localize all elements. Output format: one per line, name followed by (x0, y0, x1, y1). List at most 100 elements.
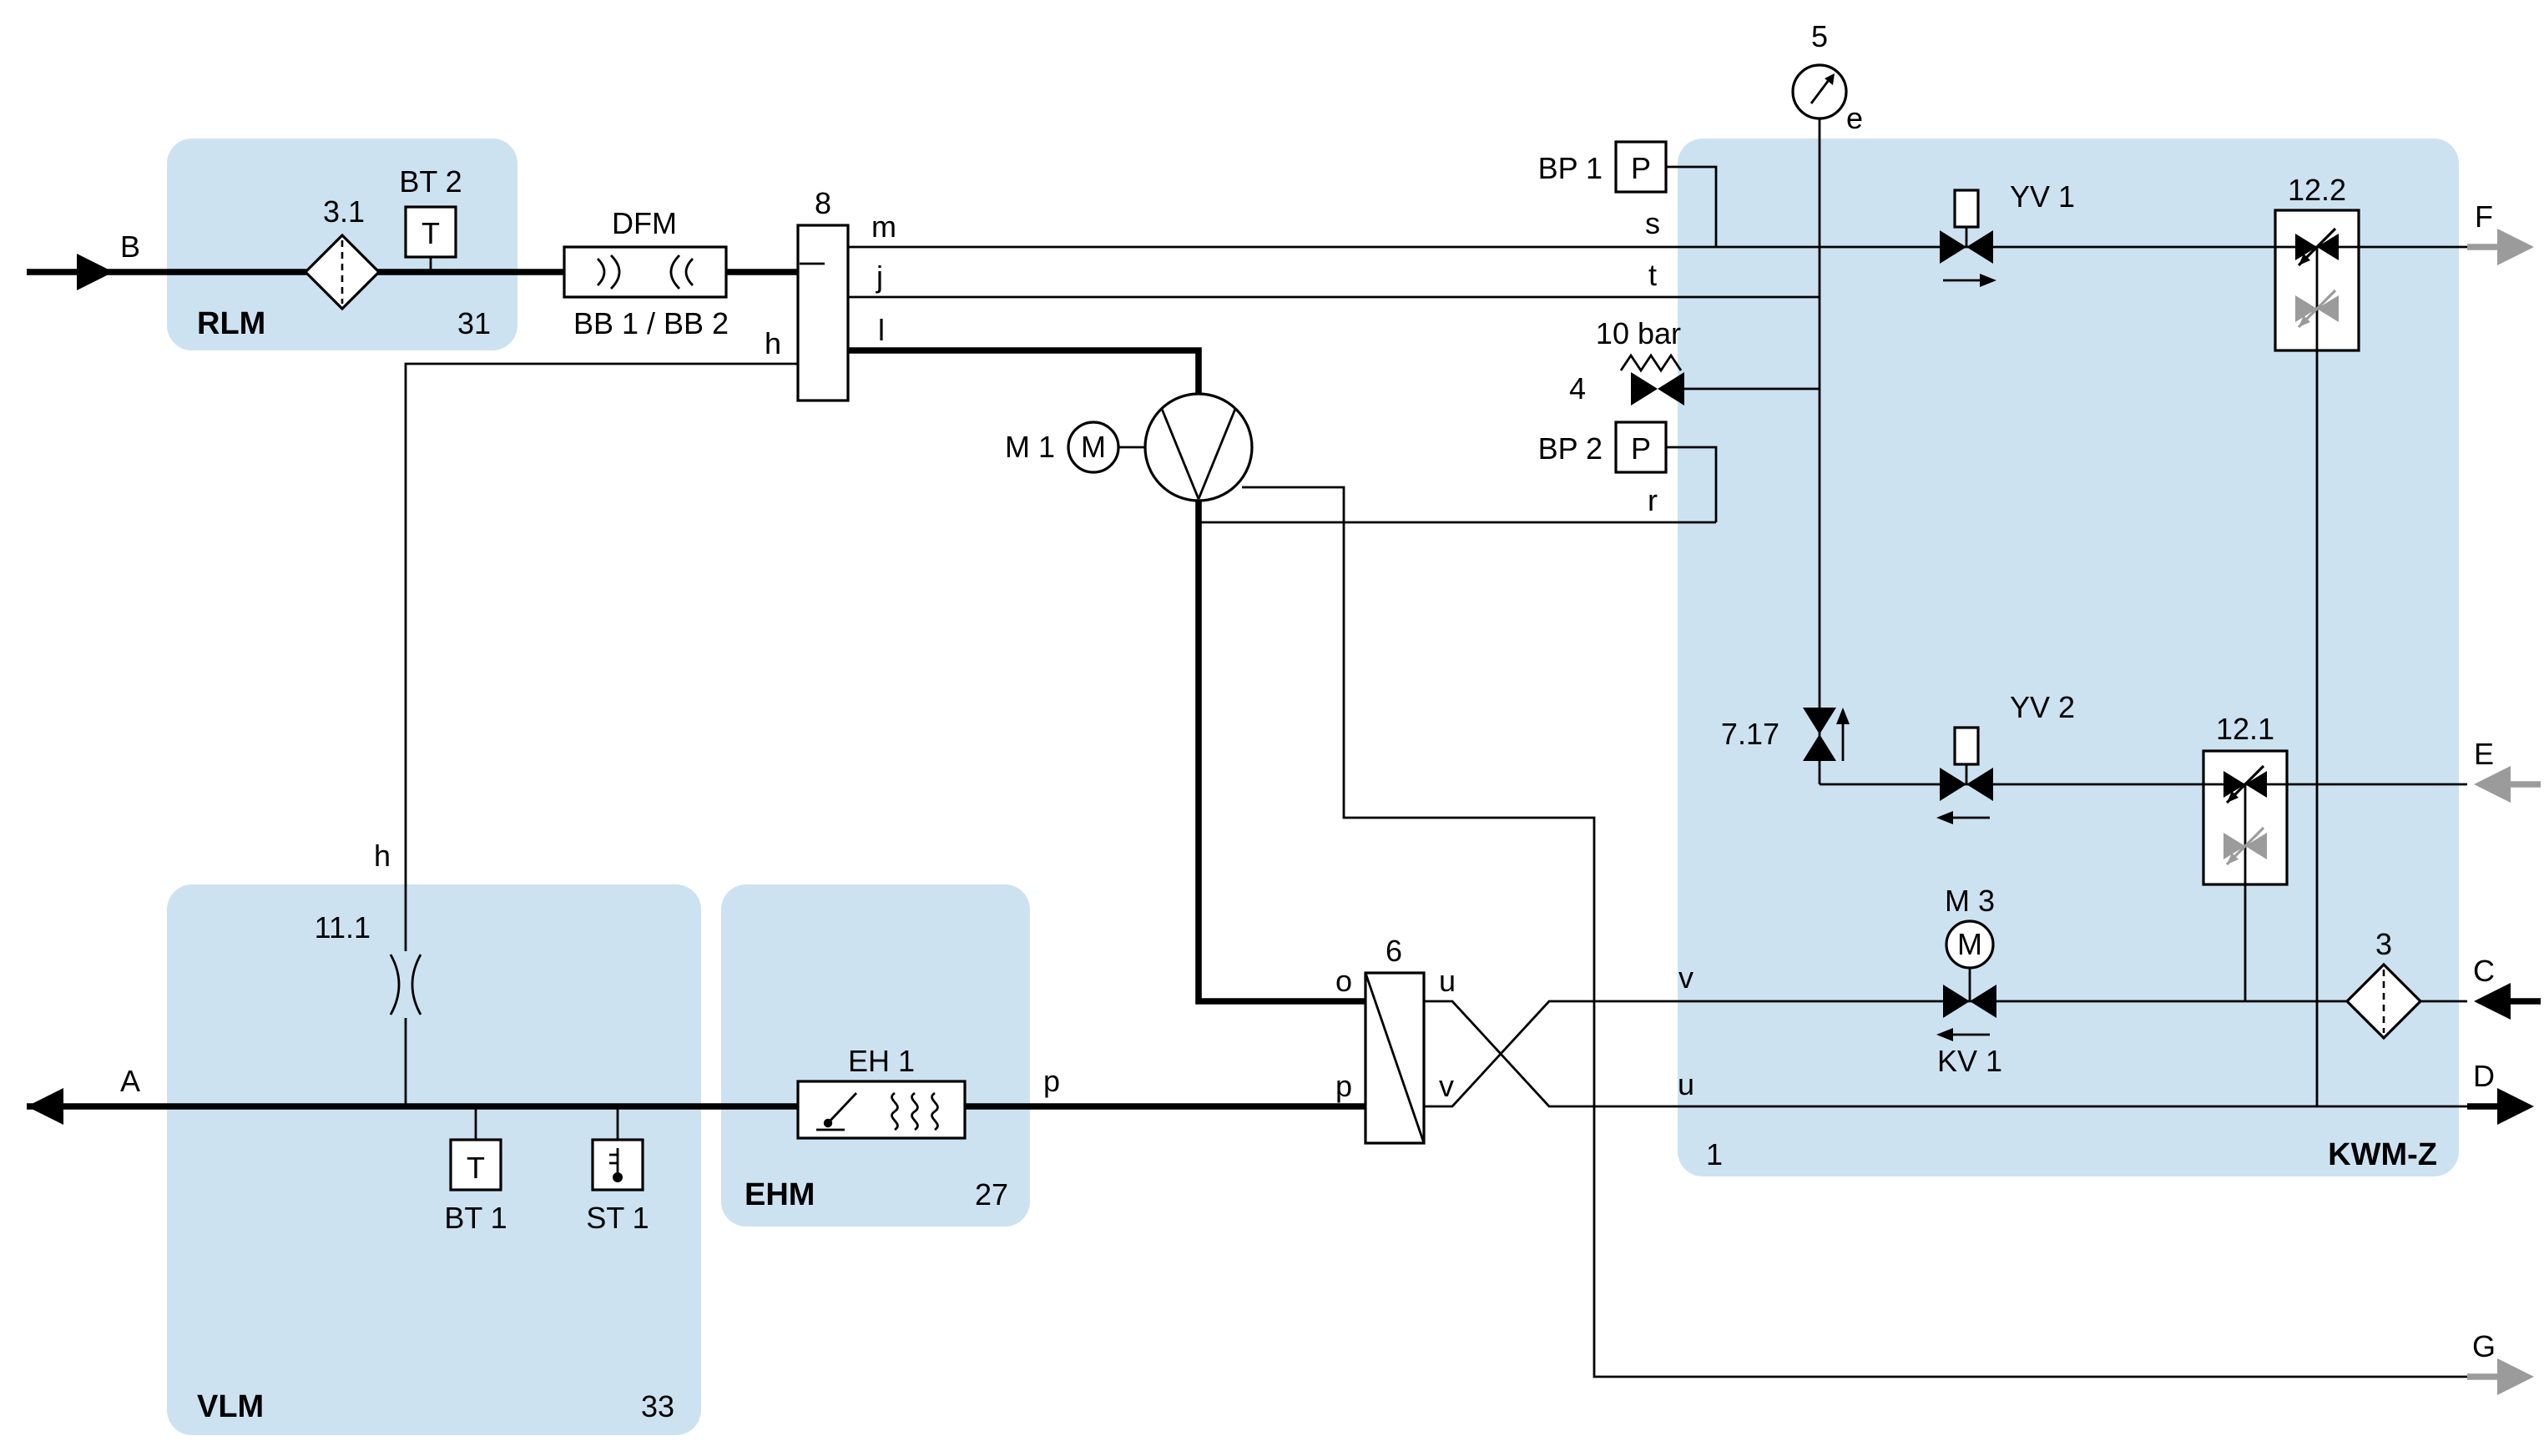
label-st1: ST 1 (586, 1201, 649, 1235)
spring-icon (1619, 353, 1683, 373)
label-port-t: t (1648, 258, 1657, 292)
filter-3 (2345, 962, 2423, 1040)
pipes-thin (404, 118, 2467, 1378)
label-port-d: D (2473, 1059, 2495, 1093)
flow-arrows (27, 229, 2541, 1395)
label-bp2: BP 2 (1538, 431, 1603, 466)
label-m3: M 3 (1945, 884, 1995, 918)
label-zone-rlm-number: 31 (457, 306, 491, 340)
line-g (1242, 486, 2467, 1378)
solenoid-valve-yv1 (1940, 189, 1996, 287)
label-filter-3-1: 3.1 (323, 194, 365, 229)
label-bp1: BP 1 (1538, 151, 1603, 185)
label-port-e: e (1846, 101, 1863, 135)
label-bt1: BT 1 (444, 1201, 507, 1235)
ultrasonic-waves-icon (596, 254, 694, 290)
letter-p-bp2: P (1631, 431, 1651, 466)
flow-arrow-f-icon (2497, 229, 2534, 265)
label-filter-3: 3 (2375, 927, 2392, 961)
label-port-r: r (1648, 483, 1658, 517)
letter-m-kv1: M (1957, 927, 1982, 961)
pump-m1 (1067, 392, 1254, 502)
label-zone-rlm: RLM (197, 306, 265, 341)
flow-arrow-c-icon (2474, 983, 2511, 1020)
label-relief-4: 4 (1569, 371, 1586, 406)
label-zone-ehm: EHM (745, 1177, 815, 1212)
labels: 5 e BP 1 P s t 10 bar 4 BP 2 P r YV 1 12… (120, 19, 2496, 1424)
zone-kwmz (1678, 139, 2459, 1176)
label-port-c: C (2473, 954, 2495, 988)
exchanger-6 (1364, 971, 1426, 1145)
label-12-2: 12.2 (2288, 173, 2346, 207)
label-zone-vlm-number: 33 (641, 1389, 674, 1423)
label-vessel-8: 8 (815, 186, 831, 220)
label-coupling-11-1: 11.1 (315, 910, 371, 945)
coupling-icon (389, 954, 422, 1015)
heating-coil-icon (891, 1091, 939, 1131)
flow-arrow-b-icon (77, 254, 114, 290)
sensor-bp1 (1614, 140, 1668, 194)
filter-3-1 (303, 233, 381, 311)
sampling-valves-12-1 (2202, 749, 2289, 1001)
label-port-v-line: v (1678, 960, 1693, 995)
solenoid-coil-icon (1953, 726, 1980, 766)
relief-valve-4 (1619, 353, 1684, 406)
label-7-17: 7.17 (1721, 717, 1779, 751)
label-12-1: 12.1 (2216, 712, 2274, 746)
zone-ehm (721, 884, 1030, 1227)
label-port-j: j (876, 259, 883, 294)
label-port-g: G (2472, 1329, 2496, 1363)
label-port-f: F (2475, 199, 2493, 234)
solenoid-valve-yv2 (1936, 726, 1993, 824)
flow-arrow-a-icon (27, 1088, 63, 1125)
solenoid-coil-icon (1953, 189, 1980, 229)
sensor-bt2 (404, 205, 457, 259)
label-bb1-bb2: BB 1 / BB 2 (573, 306, 729, 340)
bp1-connector (1666, 165, 1718, 247)
check-valve-7-17 (1803, 708, 1850, 761)
label-eh1: EH 1 (848, 1044, 915, 1078)
flow-arrow-e-icon (2474, 766, 2511, 803)
label-dfm: DFM (612, 206, 677, 240)
label-zone-ehm-number: 27 (975, 1177, 1008, 1212)
label-kv1: KV 1 (1937, 1044, 2002, 1078)
flowmeter-dfm (563, 245, 728, 299)
label-yv2: YV 2 (2010, 690, 2075, 724)
sampling-valves-12-2 (2274, 209, 2360, 1106)
label-port-m: m (871, 209, 896, 244)
label-port-v-exchanger: v (1439, 1069, 1454, 1103)
line-u-d (1424, 1000, 2467, 1108)
label-gauge-5: 5 (1811, 19, 1828, 53)
coupling-11-1 (389, 954, 422, 1015)
label-zone-kwmz: KWM-Z (2328, 1137, 2437, 1172)
line-pump-circuit (848, 347, 1365, 1005)
label-zone-kwmz-number: 1 (1706, 1137, 1723, 1171)
heater-eh1 (796, 1080, 967, 1140)
label-port-l: l (878, 313, 885, 347)
thermometer-icon (609, 1148, 619, 1173)
label-port-b: B (120, 229, 140, 264)
label-port-p-line: p (1043, 1064, 1060, 1098)
label-port-h-vessel: h (765, 326, 781, 360)
bp2-connector (1666, 446, 1718, 522)
label-port-h-line: h (374, 839, 391, 873)
motor-valve-kv1 (1936, 919, 1996, 1041)
flow-arrow-g-icon (2497, 1358, 2534, 1395)
label-port-e-main: E (2474, 737, 2494, 771)
sensor-st1 (591, 1138, 644, 1192)
zone-vlm (167, 884, 701, 1435)
sensor-bt1 (449, 1138, 502, 1192)
line-h (404, 362, 798, 1106)
letter-t-bt2: T (421, 216, 440, 250)
label-port-u-exchanger: u (1439, 964, 1456, 998)
letter-m-pump: M (1081, 430, 1106, 464)
label-port-a: A (120, 1064, 140, 1098)
sensor-bp2 (1614, 421, 1668, 474)
pump-icon (1143, 392, 1254, 502)
label-port-p-exchanger: p (1335, 1069, 1352, 1103)
label-port-s: s (1645, 206, 1660, 240)
label-zone-vlm: VLM (197, 1389, 264, 1424)
label-port-o: o (1335, 964, 1352, 998)
motor-icon (1067, 421, 1120, 474)
